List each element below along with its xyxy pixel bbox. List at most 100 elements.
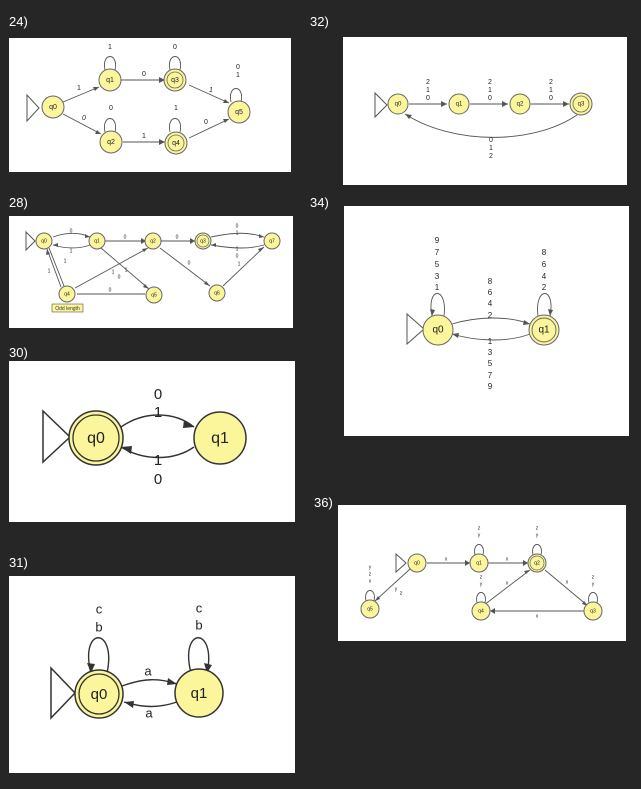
edge-q1-q5	[100, 247, 150, 290]
start-arrow	[374, 91, 388, 119]
arrowhead	[204, 281, 210, 286]
arrowhead	[204, 663, 212, 673]
edge-label: x	[506, 580, 509, 586]
accept-ring	[572, 95, 590, 113]
edge-label: 6	[488, 288, 493, 297]
edge-label: 8	[542, 248, 547, 257]
edge-label: 0	[204, 119, 208, 126]
edge-label: x	[566, 579, 569, 585]
problem-number-30: 30)	[9, 345, 28, 360]
state-label: q1	[456, 102, 463, 108]
edge-label: 0	[70, 228, 73, 234]
state-label: q0	[414, 560, 420, 566]
start-arrow	[50, 666, 77, 720]
edge-label: 4	[542, 272, 547, 281]
diagram-24: q0 q1 q2 q3 q4 q5 1 1 0 0 0 0 1 1 1 0 0 …	[9, 38, 291, 172]
state-label: q1	[538, 325, 550, 336]
edge-label: x	[369, 578, 372, 584]
state-q0	[387, 93, 409, 115]
edge-label: 2	[549, 79, 553, 86]
start-arrow	[26, 93, 40, 123]
state-q5	[360, 599, 380, 619]
state-label: q1	[211, 430, 229, 447]
edge-label: 0	[236, 253, 239, 259]
problem-number-36: 36)	[314, 495, 333, 510]
state-q4	[471, 601, 491, 621]
state-label: q0	[49, 104, 57, 111]
arrowhead	[143, 284, 149, 289]
edge-label: 1	[426, 87, 430, 94]
state-label: q3	[200, 238, 206, 244]
state-label: q3	[590, 608, 596, 614]
edge-label: 1	[236, 230, 239, 236]
edge-label: 1	[488, 337, 493, 346]
problem-number-31: 31)	[9, 555, 28, 570]
edge-label: 0	[109, 287, 112, 293]
arrowhead	[87, 663, 95, 673]
problem-number-28: 28)	[9, 195, 28, 210]
arrowhead	[190, 238, 195, 244]
state-q2	[509, 93, 531, 115]
edge-label: 1	[236, 246, 239, 252]
edge-label: 2	[426, 79, 430, 86]
loop-q0	[88, 637, 110, 674]
diagram-36: q0 q1 q2 q3 q4 q5 y z x z y z y z y z y …	[338, 505, 626, 641]
edge-label: 2	[542, 283, 547, 292]
arrowhead	[465, 560, 470, 566]
arrowhead	[258, 247, 264, 252]
edge-label: 2	[489, 153, 493, 160]
arrowhead	[159, 77, 165, 83]
state-label: q4	[64, 291, 70, 297]
edge-label: 0	[236, 64, 240, 71]
state-q6	[208, 284, 226, 302]
arrowhead	[523, 320, 530, 325]
accept-ring	[166, 71, 184, 89]
edge-label: 3	[435, 272, 440, 281]
edge-q7-q3	[210, 244, 265, 249]
edge-label: x	[536, 613, 539, 619]
loop-q1	[188, 637, 210, 674]
edge-label: 5	[435, 260, 440, 269]
arrowhead	[159, 139, 165, 145]
state-label: q5	[151, 292, 157, 298]
diagram-28: q0 q1 q2 q3 q4 q5 q6 q7 0 1 0 0 0 1 1 0 …	[9, 216, 293, 328]
edge-q4-q5	[188, 118, 230, 139]
edge-label: 1	[70, 248, 73, 254]
edge-label: 6	[542, 260, 547, 269]
state-q3	[583, 601, 603, 621]
state-q1	[174, 668, 224, 718]
accept-ring	[78, 673, 120, 715]
start-arrow	[406, 312, 425, 346]
arrowhead	[183, 420, 194, 428]
state-label: q0	[395, 102, 402, 108]
edge-label: 2	[488, 79, 492, 86]
edge-q3-q0	[404, 113, 578, 138]
edge-label: 5	[488, 359, 493, 368]
arrowhead	[223, 99, 229, 103]
arrowhead	[430, 309, 435, 316]
edge-label: b	[95, 619, 102, 634]
note-box	[51, 303, 84, 313]
state-q0	[41, 95, 65, 119]
diagram-31: q0 q1 c b c b a a	[9, 576, 295, 773]
state-q1	[88, 232, 106, 250]
accept-ring	[531, 317, 557, 343]
edge-q2-q3	[544, 569, 589, 607]
edge-label: 7	[488, 371, 493, 380]
state-label: q7	[269, 238, 275, 244]
edge-q0-q4	[48, 247, 65, 287]
accept-ring	[529, 555, 545, 571]
state-label: q0	[91, 686, 108, 703]
arrowhead	[223, 119, 229, 123]
edge-label: 2	[488, 311, 493, 320]
loop-q0	[430, 293, 445, 317]
edge-q2-q6	[159, 247, 211, 287]
arrowhead	[405, 114, 412, 119]
edge-label: 1	[489, 145, 493, 152]
arrowhead	[452, 333, 459, 338]
edge-label: 1	[154, 452, 162, 469]
edge-label: 0	[109, 105, 113, 112]
edge-label: z	[478, 525, 481, 531]
state-label: q1	[191, 685, 208, 702]
edge-label: y	[369, 564, 372, 570]
